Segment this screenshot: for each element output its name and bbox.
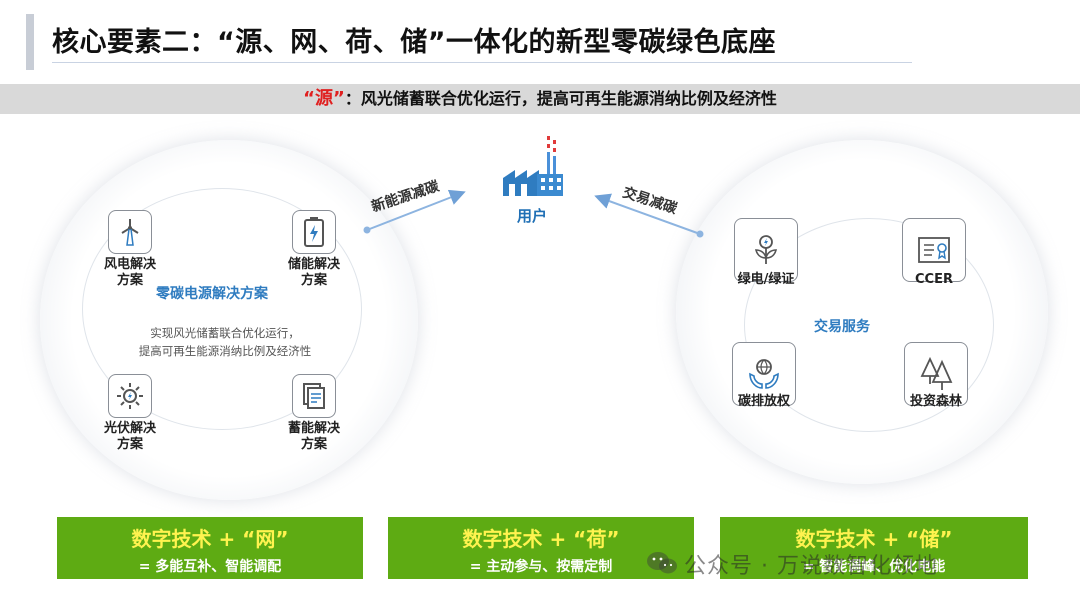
left-center-title: 零碳电源解决方案 xyxy=(156,283,268,303)
left-center-description: 实现风光储蓄联合优化运行，提高可再生能源消纳比例及经济性 xyxy=(120,324,330,360)
document-stack-icon xyxy=(299,381,329,411)
solar-sun-icon xyxy=(115,381,145,411)
storage-solution-label: 储能解决方案 xyxy=(282,257,346,289)
solar-solution-card xyxy=(108,374,152,418)
bottom-box-grid-desc: = 多能互补、智能调配 xyxy=(57,556,363,576)
accumulate-solution-label: 蓄能解决方案 xyxy=(282,421,346,453)
accumulate-solution-card xyxy=(292,374,336,418)
wind-turbine-icon xyxy=(115,217,145,247)
factory-icon xyxy=(499,134,569,200)
right-center-title: 交易服务 xyxy=(814,316,870,336)
watermark-text: 公众号 · 万说数智化领地 xyxy=(684,548,938,580)
green-power-label: 绿电/绿证 xyxy=(726,272,806,288)
user-label: 用户 xyxy=(517,205,547,226)
storage-solution-card xyxy=(292,210,336,254)
battery-icon xyxy=(301,216,327,248)
bottom-box-load-title: 数字技术 + “荷” xyxy=(388,523,694,552)
ccer-label: CCER xyxy=(898,272,970,288)
bottom-box-grid: 数字技术 + “网” = 多能互补、智能调配 xyxy=(57,517,363,579)
wind-solution-label: 风电解决方案 xyxy=(100,257,160,289)
carbon-emission-label: 碳排放权 xyxy=(724,394,804,410)
forest-investment-label: 投资森林 xyxy=(898,394,974,410)
solar-solution-label: 光伏解决方案 xyxy=(100,421,160,453)
left-flow-arrow-dot xyxy=(364,227,371,234)
bottom-box-grid-title: 数字技术 + “网” xyxy=(57,523,363,552)
wind-solution-card xyxy=(108,210,152,254)
wechat-icon xyxy=(646,550,678,576)
right-flow-arrow-dot xyxy=(697,231,704,238)
forest-trees-icon xyxy=(916,354,956,394)
green-power-plant-icon xyxy=(746,230,786,270)
globe-hands-icon xyxy=(744,354,784,394)
certificate-icon xyxy=(914,230,954,270)
